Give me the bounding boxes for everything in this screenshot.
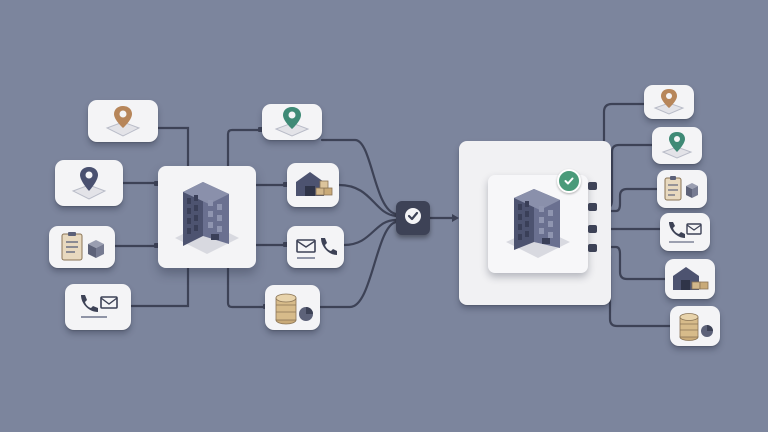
coin-stack-chart-icon (674, 310, 716, 342)
connector-line (156, 126, 190, 170)
map-pin-teal-icon (657, 130, 697, 162)
records-tile[interactable] (49, 226, 115, 268)
location-tile[interactable] (262, 104, 322, 140)
connector-line (320, 138, 398, 216)
connector-line (594, 245, 667, 281)
phone-mail-icon (664, 217, 706, 247)
output-port (588, 182, 597, 190)
organization-card[interactable] (158, 166, 256, 268)
warehouse-boxes-icon (292, 168, 334, 202)
inventory-tile[interactable] (287, 163, 339, 207)
map-pin-brown-icon (649, 87, 689, 117)
map-pin-teal-icon (270, 105, 314, 139)
contact-tile[interactable] (287, 226, 344, 268)
office-building-icon (167, 174, 247, 260)
verified-badge-icon (557, 169, 581, 193)
location-tile[interactable] (652, 127, 702, 164)
finance-tile[interactable] (265, 285, 320, 330)
verified-building-icon (500, 184, 576, 264)
location-tile[interactable] (644, 85, 694, 119)
connector-line (342, 218, 398, 247)
checkmark-icon (403, 206, 423, 230)
map-pin-brown-icon (101, 102, 145, 140)
location-tile[interactable] (55, 160, 123, 206)
connector-line (337, 183, 398, 218)
records-tile[interactable] (657, 170, 707, 208)
inventory-tile[interactable] (665, 259, 715, 299)
warehouse-boxes-icon (669, 263, 711, 295)
location-tile[interactable] (88, 100, 158, 142)
map-pin-navy-icon (67, 163, 111, 203)
verification-hub[interactable] (396, 201, 430, 235)
output-port (588, 244, 597, 252)
coin-stack-chart-icon (270, 290, 316, 326)
mail-phone-icon (293, 232, 339, 262)
output-port (588, 225, 597, 233)
arrow-head (452, 214, 459, 222)
connector-line (226, 266, 267, 309)
finance-tile[interactable] (670, 306, 720, 346)
connector-line (318, 220, 398, 309)
clipboard-box-icon (56, 230, 108, 264)
contact-tile[interactable] (660, 213, 710, 251)
output-port (588, 203, 597, 211)
connector-line (594, 187, 659, 213)
connector-line (226, 128, 264, 168)
phone-mail-icon (73, 290, 123, 324)
contact-tile[interactable] (65, 284, 131, 330)
connector-line (129, 266, 190, 308)
clipboard-box-icon (661, 174, 703, 204)
